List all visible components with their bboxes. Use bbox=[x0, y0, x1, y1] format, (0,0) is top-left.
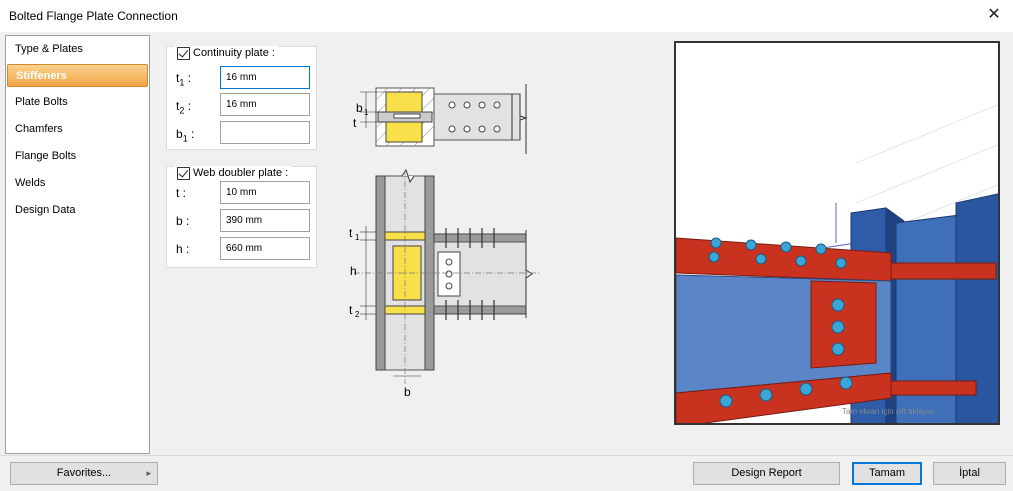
nav-item-stiffeners[interactable]: Stiffeners bbox=[7, 64, 148, 87]
nav-item-type-plates[interactable]: Type & Plates bbox=[15, 43, 83, 55]
b-input[interactable] bbox=[220, 209, 310, 232]
t2-input[interactable] bbox=[220, 93, 310, 116]
nav-item-design-data[interactable]: Design Data bbox=[15, 204, 76, 216]
h-input[interactable] bbox=[220, 237, 310, 260]
t-input[interactable] bbox=[220, 181, 310, 204]
b1-label: b1 : bbox=[176, 127, 195, 144]
b-dim-label: b bbox=[404, 385, 411, 399]
b1-dim-label: b bbox=[356, 101, 363, 115]
nav-item-flange-bolts[interactable]: Flange Bolts bbox=[15, 150, 77, 162]
h-dim-label: h bbox=[350, 264, 357, 278]
web-doubler-plate-header: Web doubler plate : bbox=[174, 166, 292, 180]
footer-separator bbox=[0, 455, 1013, 456]
3d-preview[interactable]: Tam ekran için çift tıklayın. bbox=[674, 41, 1000, 425]
continuity-plate-group: Continuity plate : t1 : t2 : b1 : bbox=[166, 46, 317, 150]
fullscreen-hint: Tam ekran için çift tıklayın. bbox=[842, 407, 936, 416]
t1-dim-label: t bbox=[349, 226, 353, 240]
b1-dim-sub: 1 bbox=[364, 108, 369, 117]
b-label: b : bbox=[176, 214, 190, 228]
window-title: Bolted Flange Plate Connection bbox=[9, 9, 178, 23]
section-list: Type & Plates Stiffeners Plate Bolts Cha… bbox=[5, 35, 150, 454]
t2-dim-sub: 2 bbox=[355, 310, 360, 319]
t1-label: t1 : bbox=[176, 71, 192, 88]
front-view: t 1 h t 2 b bbox=[349, 168, 540, 399]
t1-dim-sub: 1 bbox=[355, 233, 360, 242]
web-doubler-plate-label: Web doubler plate : bbox=[193, 167, 289, 179]
continuity-plate-checkbox[interactable] bbox=[177, 46, 190, 60]
nav-item-chamfers[interactable]: Chamfers bbox=[15, 123, 63, 135]
title-bar: Bolted Flange Plate Connection ✕ bbox=[0, 0, 1013, 32]
chevron-right-icon: ▸ bbox=[146, 468, 151, 478]
continuity-plate-header: Continuity plate : bbox=[174, 46, 278, 60]
favorites-button[interactable]: Favorites... ▸ bbox=[10, 462, 158, 485]
stiffener-diagram: b 1 t t 1 h t 2 b bbox=[349, 84, 540, 399]
t-dim-label: t bbox=[353, 116, 357, 130]
close-icon[interactable]: ✕ bbox=[987, 6, 1001, 23]
b1-input[interactable] bbox=[220, 121, 310, 144]
nav-item-plate-bolts[interactable]: Plate Bolts bbox=[15, 96, 68, 108]
nav-item-welds[interactable]: Welds bbox=[15, 177, 46, 189]
design-report-button[interactable]: Design Report bbox=[693, 462, 840, 485]
t1-input[interactable] bbox=[220, 66, 310, 89]
continuity-plate-label: Continuity plate : bbox=[193, 47, 275, 59]
cancel-button[interactable]: İptal bbox=[933, 462, 1006, 485]
h-label: h : bbox=[176, 242, 190, 256]
web-doubler-plate-checkbox[interactable] bbox=[177, 166, 190, 180]
t-label: t : bbox=[176, 186, 187, 200]
favorites-label: Favorites... bbox=[56, 467, 112, 479]
3d-model-render bbox=[676, 104, 998, 423]
ok-button[interactable]: Tamam bbox=[852, 462, 922, 485]
top-view: b 1 t bbox=[353, 84, 528, 154]
t2-label: t2 : bbox=[176, 99, 192, 116]
web-doubler-plate-group: Web doubler plate : t : b : h : bbox=[166, 166, 317, 268]
t2-dim-label: t bbox=[349, 303, 353, 317]
